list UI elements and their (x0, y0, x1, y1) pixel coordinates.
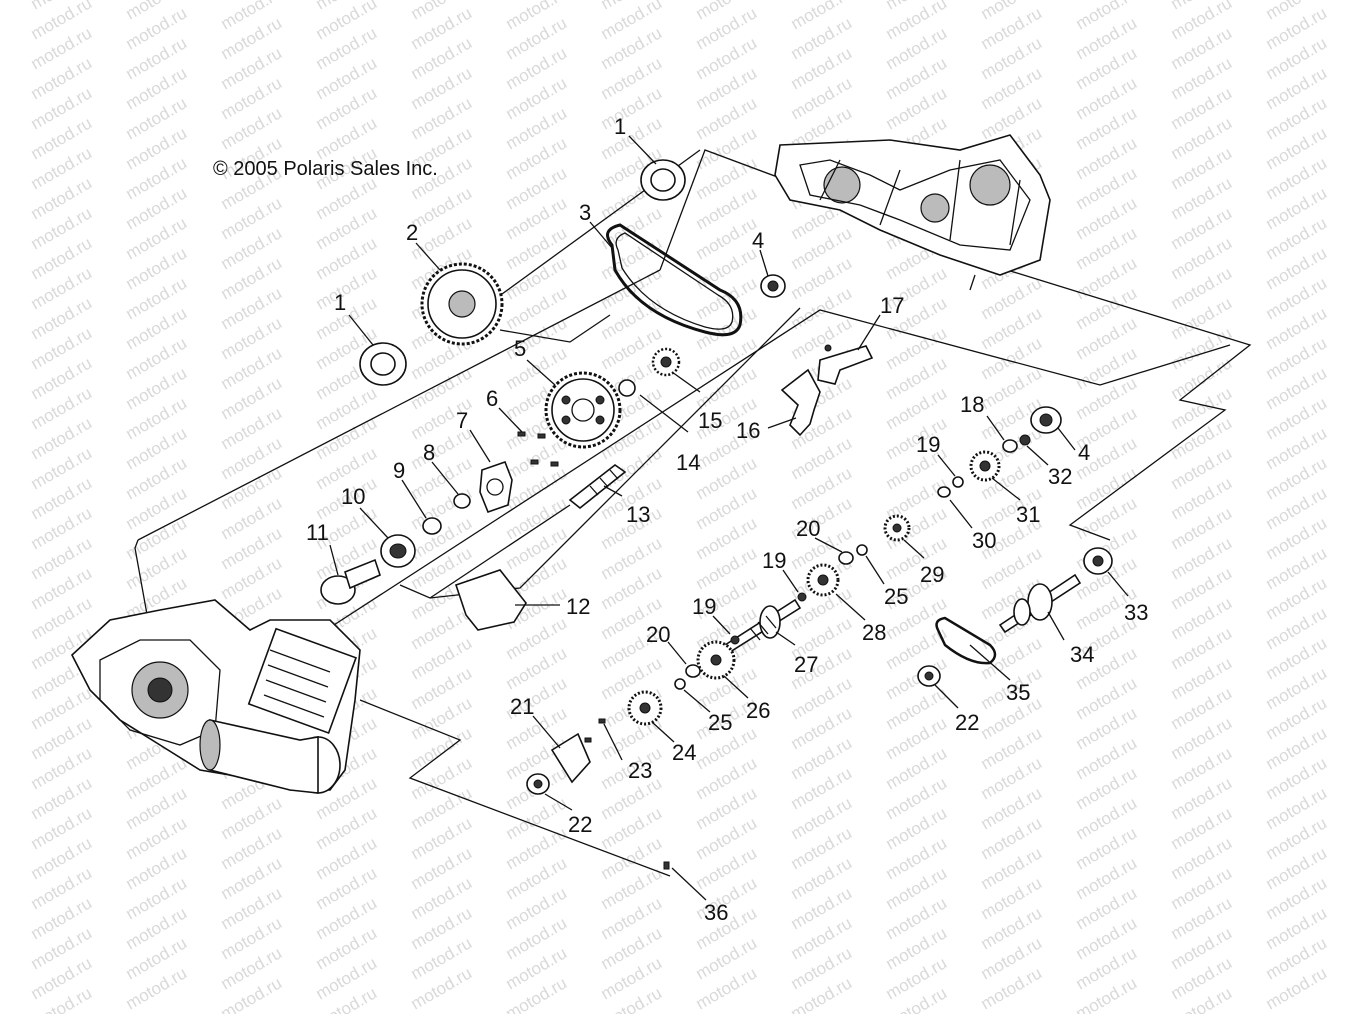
callout-21: 21 (510, 694, 534, 719)
callout-12: 12 (566, 594, 590, 619)
callout-14: 14 (676, 450, 700, 475)
callout-23: 23 (628, 758, 652, 783)
part-20-washer-a (838, 551, 854, 565)
callout-25-upper: 25 (884, 584, 908, 609)
part-18-washer (1002, 439, 1018, 453)
part-22-bearing-left (526, 773, 550, 795)
callout-22-left: 22 (568, 812, 592, 837)
callout-10: 10 (341, 484, 365, 509)
callout-9: 9 (393, 458, 405, 483)
callout-1-top: 1 (614, 114, 626, 139)
callout-13: 13 (626, 502, 650, 527)
part-23-dowels (584, 718, 606, 743)
part-14-washer (618, 379, 636, 397)
part-34-shaft (998, 573, 1082, 634)
callout-35: 35 (1006, 680, 1030, 705)
part-20-washer-b (685, 664, 701, 678)
part-26-gear (696, 640, 736, 680)
callout-8: 8 (423, 440, 435, 465)
callout-27: 27 (794, 652, 818, 677)
callout-5: 5 (514, 336, 526, 361)
callout-30: 30 (972, 528, 996, 553)
callout-3: 3 (579, 200, 591, 225)
callout-labels: 1 1 2 3 4 4 5 6 7 8 9 10 11 12 13 14 15 … (306, 114, 1148, 925)
part-2-gear (420, 262, 504, 346)
part-17-bracket (817, 344, 874, 385)
assembly-outline-lines (134, 149, 1252, 877)
callout-11: 11 (306, 520, 329, 545)
part-5-gear (544, 371, 622, 449)
callout-22-right: 22 (955, 710, 979, 735)
part-11-shaft-cap (320, 558, 381, 605)
part-16-shield (780, 368, 821, 437)
callout-32: 32 (1048, 464, 1072, 489)
part-22-bearing-right (917, 665, 941, 687)
part-1-seal-left (359, 342, 407, 386)
callout-29: 29 (920, 562, 944, 587)
part-31-gear (969, 450, 1001, 482)
callout-17: 17 (880, 293, 904, 318)
part-32-ring (1019, 434, 1031, 446)
callout-15: 15 (698, 408, 722, 433)
callout-28: 28 (862, 620, 886, 645)
part-19-washer-a (952, 476, 964, 488)
callout-16: 16 (736, 418, 760, 443)
callout-34: 34 (1070, 642, 1094, 667)
callout-25-lower: 25 (708, 710, 732, 735)
right-crankcase-cover (774, 134, 1051, 276)
part-35-chain (935, 616, 997, 665)
part-19-washer-c (730, 635, 740, 645)
copyright-notice: © 2005 Polaris Sales Inc. (213, 158, 438, 180)
part-1-seal-top (640, 159, 686, 201)
callout-31: 31 (1016, 502, 1040, 527)
part-25-washer-a (856, 544, 868, 556)
part-8-oring (453, 493, 471, 509)
callout-18: 18 (960, 392, 984, 417)
callout-7: 7 (456, 408, 468, 433)
callout-leaders (329, 135, 1129, 901)
part-29-gear (883, 514, 911, 542)
part-36-pin (663, 861, 670, 870)
part-21-plate (550, 732, 591, 784)
callout-33: 33 (1124, 600, 1148, 625)
callout-1-left: 1 (334, 290, 346, 315)
callout-6: 6 (486, 386, 498, 411)
part-25-washer-b (674, 678, 686, 690)
part-10-bearing (380, 534, 416, 568)
callout-24: 24 (672, 740, 696, 765)
part-4-bearing-top (760, 274, 786, 298)
callout-2: 2 (406, 220, 418, 245)
part-7-gasket (479, 460, 513, 514)
part-3-chain (606, 223, 743, 337)
callout-19-lower: 19 (692, 594, 716, 619)
part-30-washer (937, 486, 951, 498)
part-24-gear (627, 690, 663, 726)
callout-20-lower: 20 (646, 622, 670, 647)
callout-19-middle: 19 (762, 548, 786, 573)
callout-19-upper: 19 (916, 432, 940, 457)
callout-4-right: 4 (1078, 440, 1090, 465)
part-13-output-shaft (429, 464, 627, 599)
part-9-oring (422, 517, 442, 535)
callout-4-top: 4 (752, 228, 764, 253)
callout-36: 36 (704, 900, 728, 925)
part-28-gear (806, 563, 840, 597)
part-4-bearing-right (1030, 406, 1062, 434)
callout-26: 26 (746, 698, 770, 723)
left-crankcase-with-starter (71, 599, 361, 794)
part-19-washer-b (797, 592, 807, 602)
callout-20-upper: 20 (796, 516, 820, 541)
part-15-gear (651, 347, 681, 377)
part-12-guard (454, 569, 527, 631)
part-33-bearing (1083, 547, 1113, 575)
